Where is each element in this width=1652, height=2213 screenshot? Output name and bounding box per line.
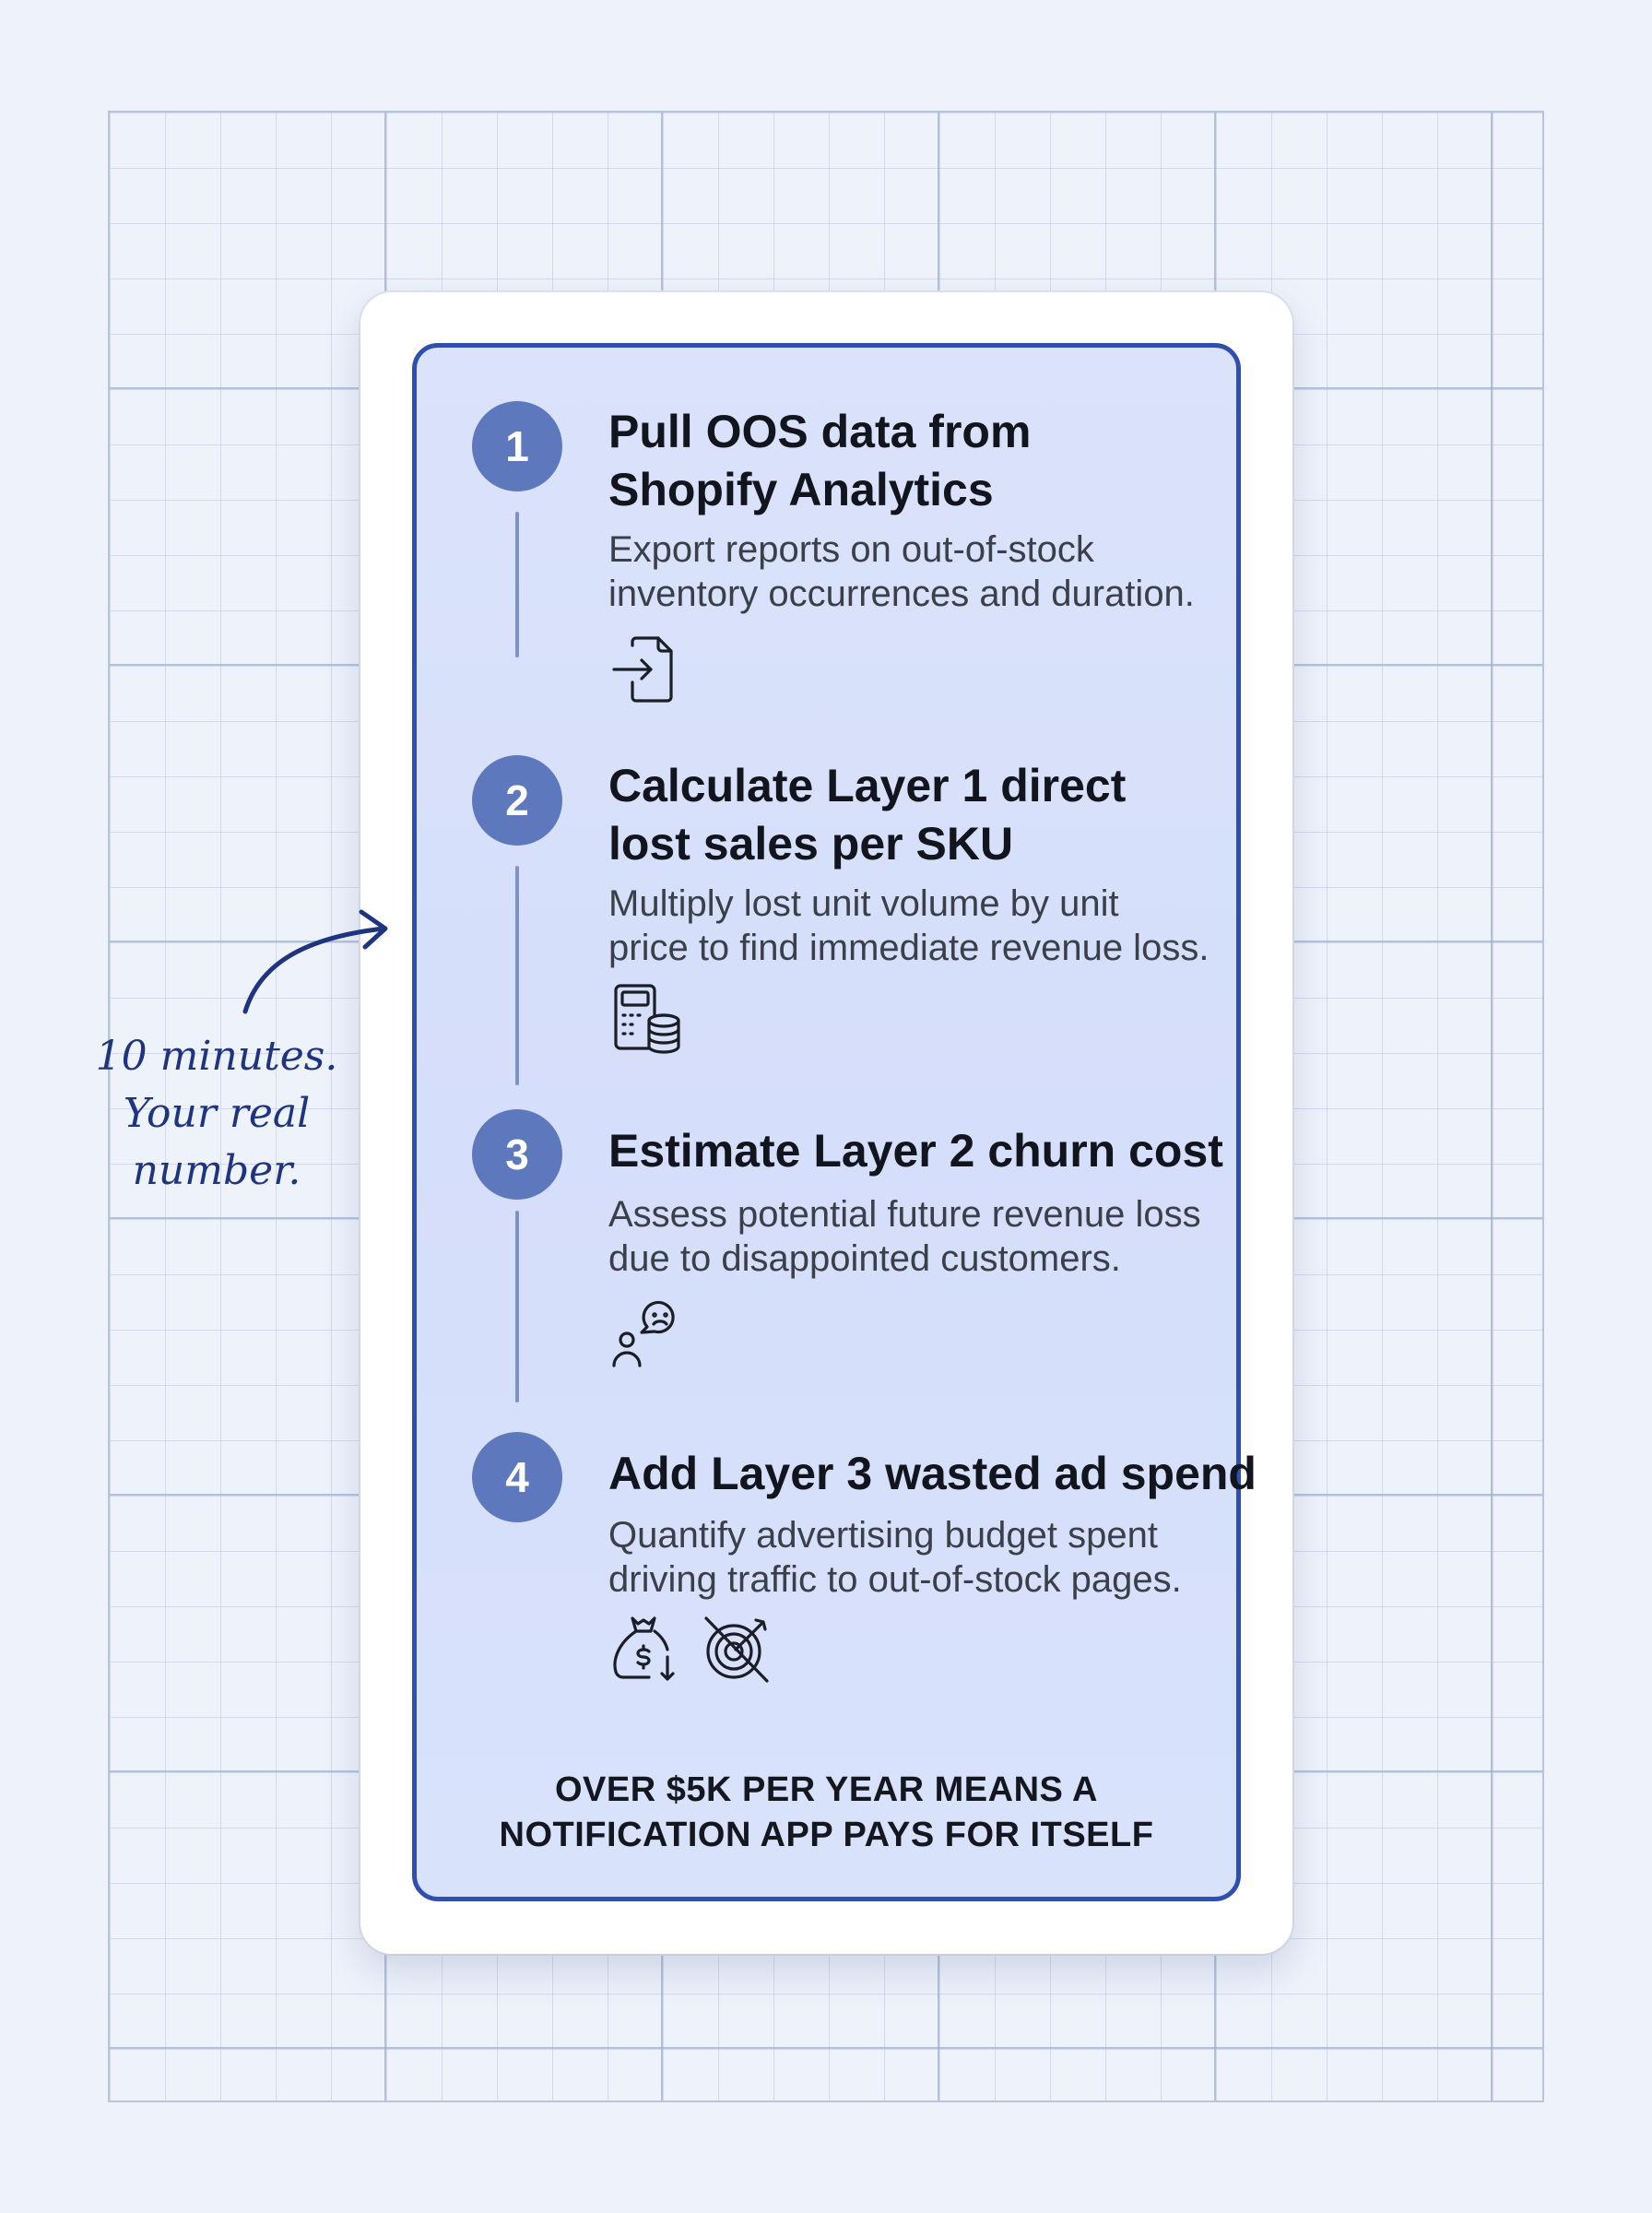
footer-callout: OVER $5K PER YEAR MEANS A NOTIFICATION A…: [417, 1768, 1236, 1858]
calculator-coins-icon: [614, 984, 680, 1054]
curved-arrow-icon: [242, 909, 388, 1014]
unhappy-customer-icon: [612, 1300, 675, 1367]
step-number: 2: [505, 776, 529, 824]
annotation-line: Your real: [123, 1090, 311, 1137]
money-bag-down-icon: [613, 1616, 675, 1681]
step-title: Estimate Layer 2 churn cost: [608, 1125, 1223, 1177]
annotation-line: number.: [132, 1147, 301, 1194]
target-crossed-icon: [704, 1616, 769, 1683]
step-number: 4: [505, 1453, 529, 1501]
handwritten-annotation: 10 minutes. Your real number.: [88, 1028, 346, 1200]
step-number-badge: 2: [472, 755, 562, 846]
step-connector-line: [515, 1211, 519, 1402]
step-connector-line: [515, 866, 519, 1085]
step-number: 3: [505, 1130, 529, 1178]
footer-line: OVER $5K PER YEAR MEANS A: [555, 1770, 1098, 1809]
step-connector-line: [515, 512, 519, 657]
step-number-badge: 1: [472, 401, 562, 491]
step-number-badge: 3: [472, 1109, 562, 1200]
step-number: 1: [505, 422, 529, 470]
step-title: Add Layer 3 wasted ad spend: [608, 1448, 1257, 1499]
step-number-badge: 4: [472, 1432, 562, 1522]
file-import-icon: [612, 636, 673, 703]
annotation-line: 10 minutes.: [95, 1033, 338, 1080]
footer-line: NOTIFICATION APP PAYS FOR ITSELF: [499, 1816, 1154, 1854]
